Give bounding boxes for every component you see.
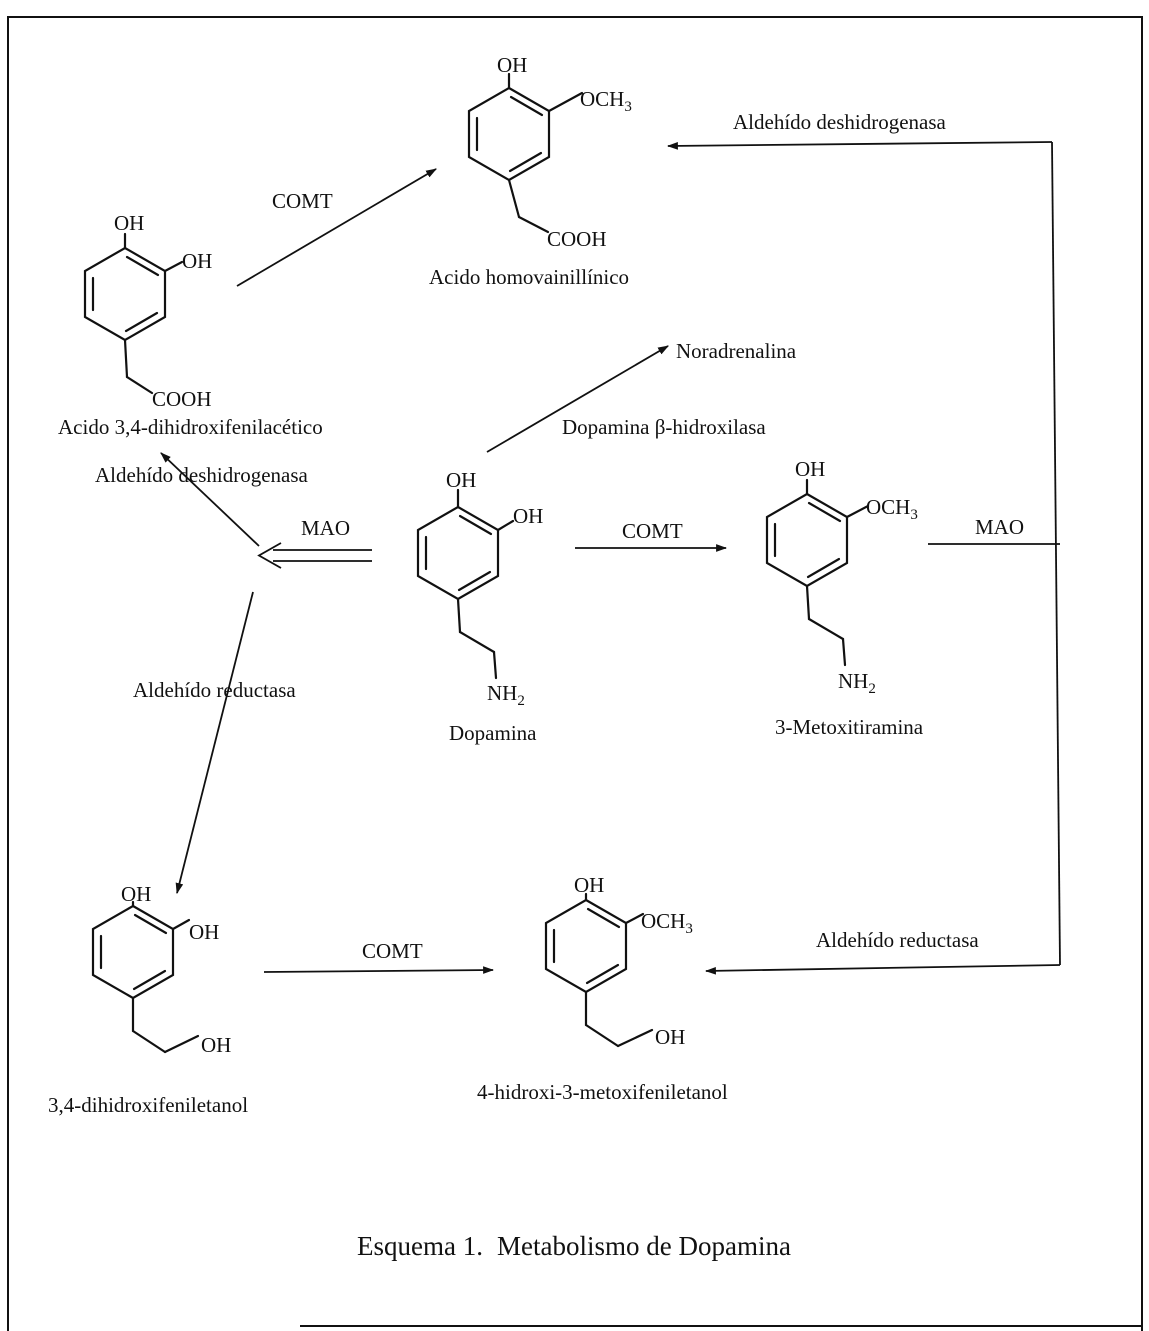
dopet-name: 3,4-dihidroxifeniletanol xyxy=(48,1093,248,1117)
mopet-oh3-label: OH xyxy=(655,1025,685,1049)
dopac-cooh-label: COOH xyxy=(152,387,212,411)
arrow-dopamine-mao xyxy=(257,542,372,569)
mta-nh2-label: NH2 xyxy=(838,669,876,697)
mta-och3-label: OCH3 xyxy=(866,495,918,523)
enzyme-comt-top: COMT xyxy=(272,189,333,213)
dopac-oh1-label: OH xyxy=(114,211,144,235)
enzyme-comt-middle: COMT xyxy=(622,519,683,543)
arrow-right-to-mopet xyxy=(704,964,1061,975)
enzyme-aldh-left: Aldehído deshidrogenasa xyxy=(95,463,309,487)
arrow-dopac-to-hva xyxy=(236,168,437,287)
dopac-name: Acido 3,4-dihidroxifenilacético xyxy=(58,415,323,439)
arrow-dopet-to-mopet xyxy=(263,966,495,974)
hva-oh-label: OH xyxy=(497,53,527,77)
mopet-oh1-label: OH xyxy=(574,873,604,897)
arrow-right-to-hva xyxy=(666,141,1053,150)
enzyme-dbh: Dopamina β-hidroxilasa xyxy=(562,415,766,439)
mopet-structure: OH OCH3 OH xyxy=(544,873,693,1049)
arrow-dopamine-to-noradrenaline xyxy=(486,345,669,453)
mta-structure: OH OCH3 NH2 xyxy=(765,457,918,697)
dopet-oh2-label: OH xyxy=(189,920,219,944)
dopet-structure: OH OH OH xyxy=(91,882,231,1057)
hva-och3-label: OCH3 xyxy=(580,87,632,115)
dopet-oh3-label: OH xyxy=(201,1033,231,1057)
dopamine-nh2-label: NH2 xyxy=(487,681,525,709)
mopet-och3-label: OCH3 xyxy=(641,909,693,937)
dopamine-oh1-label: OH xyxy=(446,468,476,492)
enzyme-mao-left: MAO xyxy=(301,516,350,540)
noradrenaline-name: Noradrenalina xyxy=(676,339,797,363)
line-right-vertical xyxy=(1051,141,1061,966)
enzyme-comt-bottom: COMT xyxy=(362,939,423,963)
scheme-caption: Esquema 1.Metabolismo de Dopamina xyxy=(357,1231,791,1261)
dopet-oh1-label: OH xyxy=(121,882,151,906)
frame-border xyxy=(7,16,1143,1331)
enzyme-ar-right: Aldehído reductasa xyxy=(816,928,979,952)
arrow-mao-to-dopet xyxy=(175,591,254,895)
mta-oh-label: OH xyxy=(795,457,825,481)
dopamine-name: Dopamina xyxy=(449,721,537,745)
arrow-mao-to-dopac xyxy=(160,452,260,547)
dopac-structure: OH OH COOH xyxy=(83,211,212,411)
hva-name: Acido homovainillínico xyxy=(429,265,629,289)
hva-cooh-label: COOH xyxy=(547,227,607,251)
enzyme-ar-left: Aldehído reductasa xyxy=(133,678,296,702)
enzyme-mao-right: MAO xyxy=(975,515,1024,539)
mta-name: 3-Metoxitiramina xyxy=(775,715,924,739)
dopamine-structure: OH OH NH2 xyxy=(416,468,543,709)
enzyme-aldh-right: Aldehído deshidrogenasa xyxy=(733,110,947,134)
dopac-oh2-label: OH xyxy=(182,249,212,273)
dopamine-oh2-label: OH xyxy=(513,504,543,528)
mopet-name: 4-hidroxi-3-metoxifeniletanol xyxy=(477,1080,728,1104)
hva-structure: OH OCH3 COOH xyxy=(467,53,632,251)
